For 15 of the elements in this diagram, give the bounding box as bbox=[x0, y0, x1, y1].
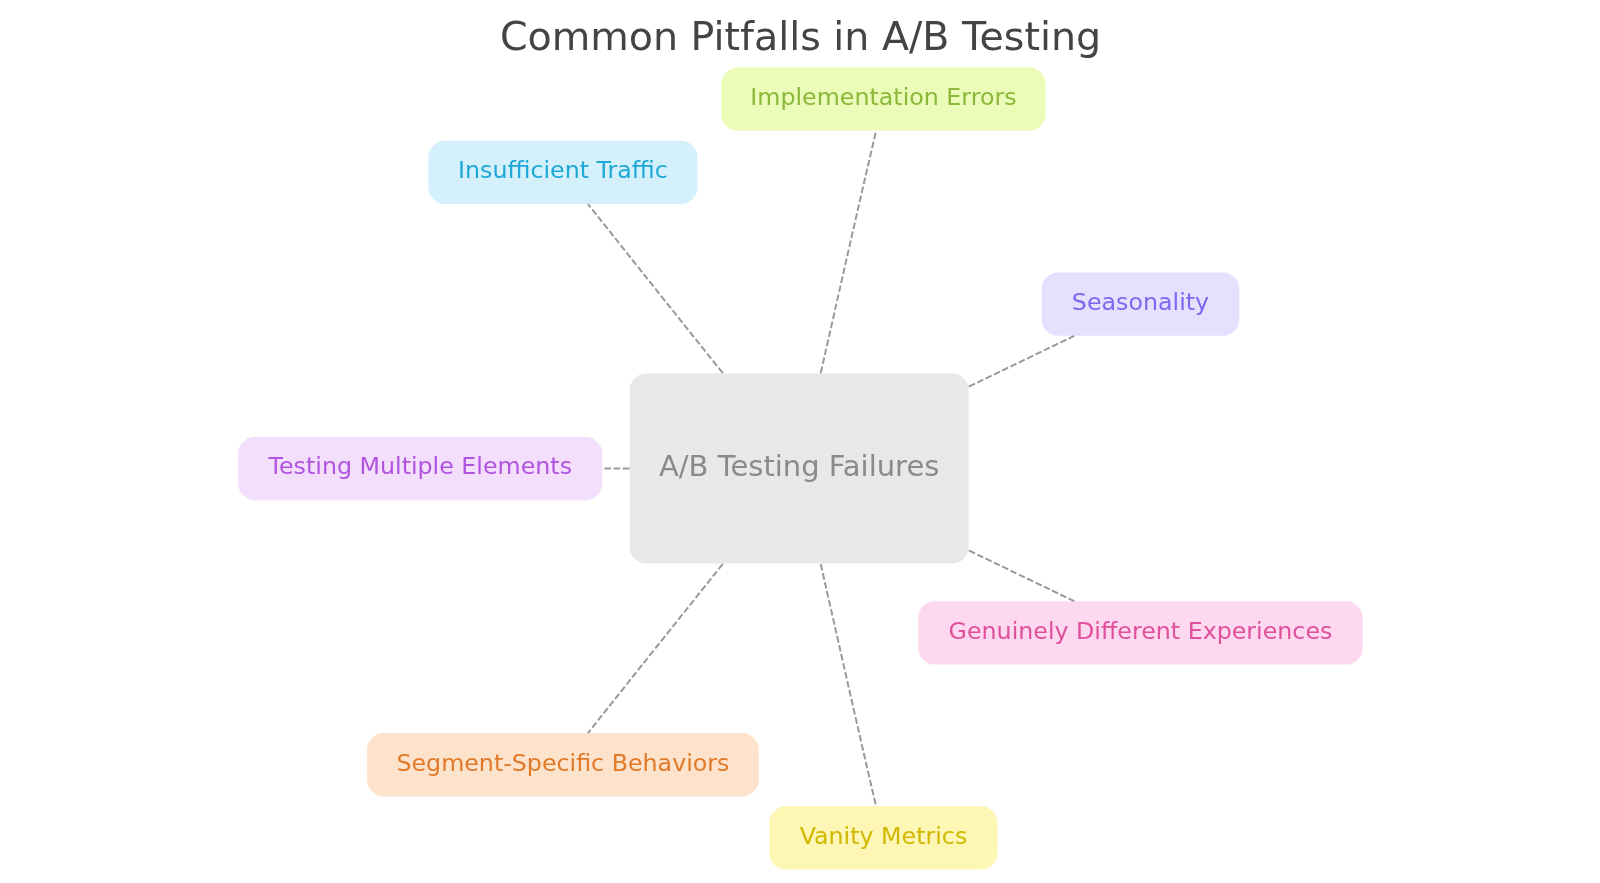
connector bbox=[586, 562, 724, 735]
node-box: Segment-Specific Behaviors bbox=[366, 733, 759, 797]
connector bbox=[601, 467, 630, 470]
node-box: Vanity Metrics bbox=[768, 806, 998, 870]
connector bbox=[967, 334, 1075, 388]
connector bbox=[586, 203, 724, 375]
connector bbox=[967, 549, 1075, 603]
connector bbox=[819, 130, 877, 375]
node-box: Seasonality bbox=[1041, 272, 1239, 336]
node-box: Genuinely Different Experiences bbox=[917, 601, 1363, 665]
node-box: A/B Testing Failures bbox=[629, 373, 969, 564]
node-box: Testing Multiple Elements bbox=[237, 436, 602, 501]
diagram-title: Common Pitfalls in A/B Testing bbox=[499, 13, 1101, 60]
node-box: Insufficient Traffic bbox=[427, 140, 697, 204]
node-box: Implementation Errors bbox=[720, 67, 1046, 131]
